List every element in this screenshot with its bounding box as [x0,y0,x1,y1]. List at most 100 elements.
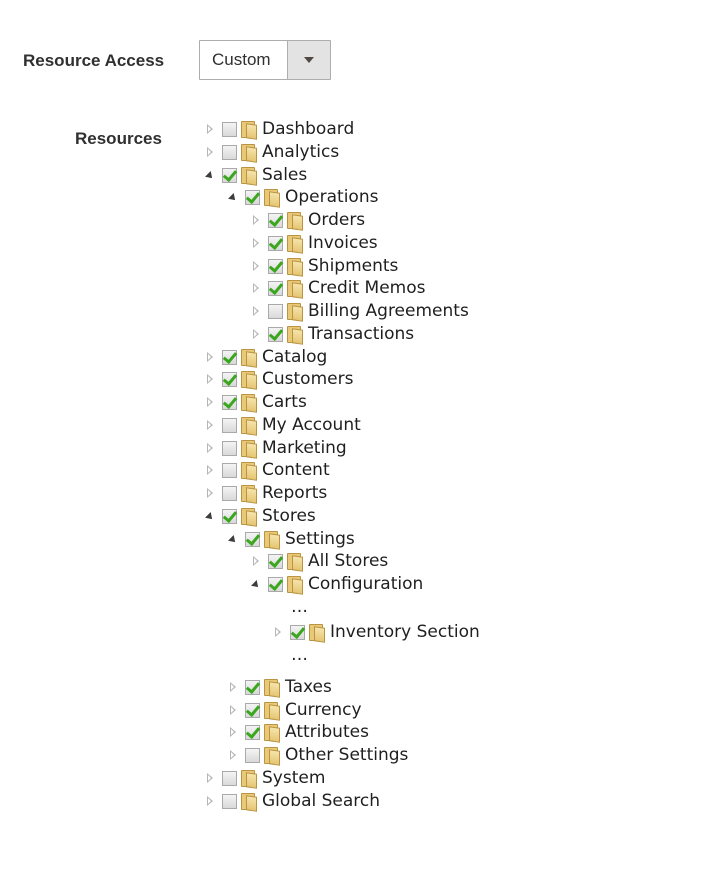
tree-node[interactable]: All Stores [250,550,388,572]
tree-node-label[interactable]: Credit Memos [308,278,426,298]
dropdown-button[interactable] [287,41,330,79]
tree-collapsed-toggle[interactable] [204,790,216,812]
tree-collapsed-toggle[interactable] [204,368,216,390]
tree-node-label[interactable]: Marketing [262,438,347,458]
checkbox-unchecked[interactable] [222,417,237,433]
tree-collapsed-toggle[interactable] [204,459,216,481]
checkbox-unchecked[interactable] [268,303,283,319]
tree-node-label[interactable]: Other Settings [285,745,409,765]
tree-node-label[interactable]: Attributes [285,722,369,742]
checkbox-unchecked[interactable] [222,770,237,786]
checkbox-checked[interactable] [268,258,283,274]
tree-expanded-toggle[interactable] [204,505,216,527]
tree-collapsed-toggle[interactable] [204,482,216,504]
checkbox-checked[interactable] [222,371,237,387]
tree-node[interactable]: Attributes [227,721,369,743]
tree-node[interactable]: Transactions [250,323,414,345]
tree-node-label[interactable]: Global Search [262,791,381,811]
tree-expanded-toggle[interactable] [227,186,239,208]
checkbox-unchecked[interactable] [222,793,237,809]
resource-access-select[interactable]: Custom [199,40,331,80]
checkbox-checked[interactable] [268,235,283,251]
tree-node-label[interactable]: Catalog [262,347,328,367]
checkbox-checked[interactable] [245,679,260,695]
checkbox-checked[interactable] [268,212,283,228]
checkbox-checked[interactable] [245,724,260,740]
tree-node-label[interactable]: Sales [262,165,308,185]
tree-node[interactable]: Analytics [204,141,339,163]
tree-collapsed-toggle[interactable] [204,414,216,436]
tree-node-label[interactable]: Invoices [308,233,378,253]
tree-collapsed-toggle[interactable] [250,232,262,254]
tree-node[interactable]: Operations [227,186,378,208]
tree-node[interactable]: Global Search [204,790,380,812]
tree-node-label[interactable]: Settings [285,529,355,549]
checkbox-unchecked[interactable] [222,440,237,456]
tree-node[interactable]: Reports [204,482,327,504]
tree-node[interactable]: Marketing [204,437,347,459]
checkbox-checked[interactable] [222,167,237,183]
tree-node-label[interactable]: Dashboard [262,119,355,139]
tree-node-label[interactable]: Orders [308,210,366,230]
tree-collapsed-toggle[interactable] [204,346,216,368]
tree-node[interactable]: System [204,767,325,789]
tree-collapsed-toggle[interactable] [204,391,216,413]
tree-collapsed-toggle[interactable] [204,118,216,140]
checkbox-unchecked[interactable] [222,485,237,501]
tree-expanded-toggle[interactable] [250,573,262,595]
tree-node-label[interactable]: System [262,768,326,788]
tree-collapsed-toggle[interactable] [250,255,262,277]
tree-collapsed-toggle[interactable] [250,550,262,572]
tree-node-label[interactable]: All Stores [308,551,389,571]
tree-node-label[interactable]: Currency [285,700,362,720]
tree-node-label[interactable]: Stores [262,506,316,526]
checkbox-unchecked[interactable] [222,121,237,137]
checkbox-checked[interactable] [245,531,260,547]
checkbox-unchecked[interactable] [245,747,260,763]
tree-expanded-toggle[interactable] [227,528,239,550]
checkbox-unchecked[interactable] [222,144,237,160]
checkbox-checked[interactable] [222,394,237,410]
tree-node[interactable]: Settings [227,528,355,550]
tree-node[interactable]: Customers [204,368,353,390]
tree-node[interactable]: Catalog [204,346,327,368]
tree-node[interactable]: Orders [250,209,365,231]
tree-node[interactable]: Carts [204,391,307,413]
tree-node-label[interactable]: Inventory Section [330,622,480,642]
tree-collapsed-toggle[interactable] [204,141,216,163]
tree-node[interactable]: Invoices [250,232,378,254]
tree-node[interactable]: Taxes [227,676,332,698]
tree-collapsed-toggle[interactable] [204,767,216,789]
tree-node[interactable]: Dashboard [204,118,354,140]
tree-node[interactable]: Other Settings [227,744,408,766]
tree-collapsed-toggle[interactable] [227,744,239,766]
tree-node-label[interactable]: Carts [262,392,307,412]
tree-collapsed-toggle[interactable] [204,437,216,459]
checkbox-checked[interactable] [268,326,283,342]
tree-node-label[interactable]: My Account [262,415,361,435]
tree-collapsed-toggle[interactable] [227,676,239,698]
tree-collapsed-toggle[interactable] [250,300,262,322]
tree-collapsed-toggle[interactable] [227,721,239,743]
tree-node-label[interactable]: Analytics [262,142,340,162]
tree-node-label[interactable]: Configuration [308,574,424,594]
tree-collapsed-toggle[interactable] [250,209,262,231]
tree-node-label[interactable]: Reports [262,483,328,503]
checkbox-checked[interactable] [268,280,283,296]
checkbox-checked[interactable] [290,624,305,640]
tree-node-label[interactable]: Transactions [308,324,415,344]
tree-node[interactable]: Content [204,459,330,481]
tree-node[interactable]: Sales [204,164,307,186]
tree-node-label[interactable]: Billing Agreements [308,301,469,321]
tree-node[interactable]: Stores [204,505,316,527]
tree-collapsed-toggle[interactable] [250,277,262,299]
checkbox-checked[interactable] [222,508,237,524]
checkbox-unchecked[interactable] [222,462,237,478]
tree-node-label[interactable]: Customers [262,369,354,389]
checkbox-checked[interactable] [222,349,237,365]
tree-node-label[interactable]: Operations [285,187,379,207]
tree-node-label[interactable]: Content [262,460,330,480]
tree-node-label[interactable]: Taxes [285,677,332,697]
checkbox-checked[interactable] [268,576,283,592]
tree-node[interactable]: My Account [204,414,361,436]
